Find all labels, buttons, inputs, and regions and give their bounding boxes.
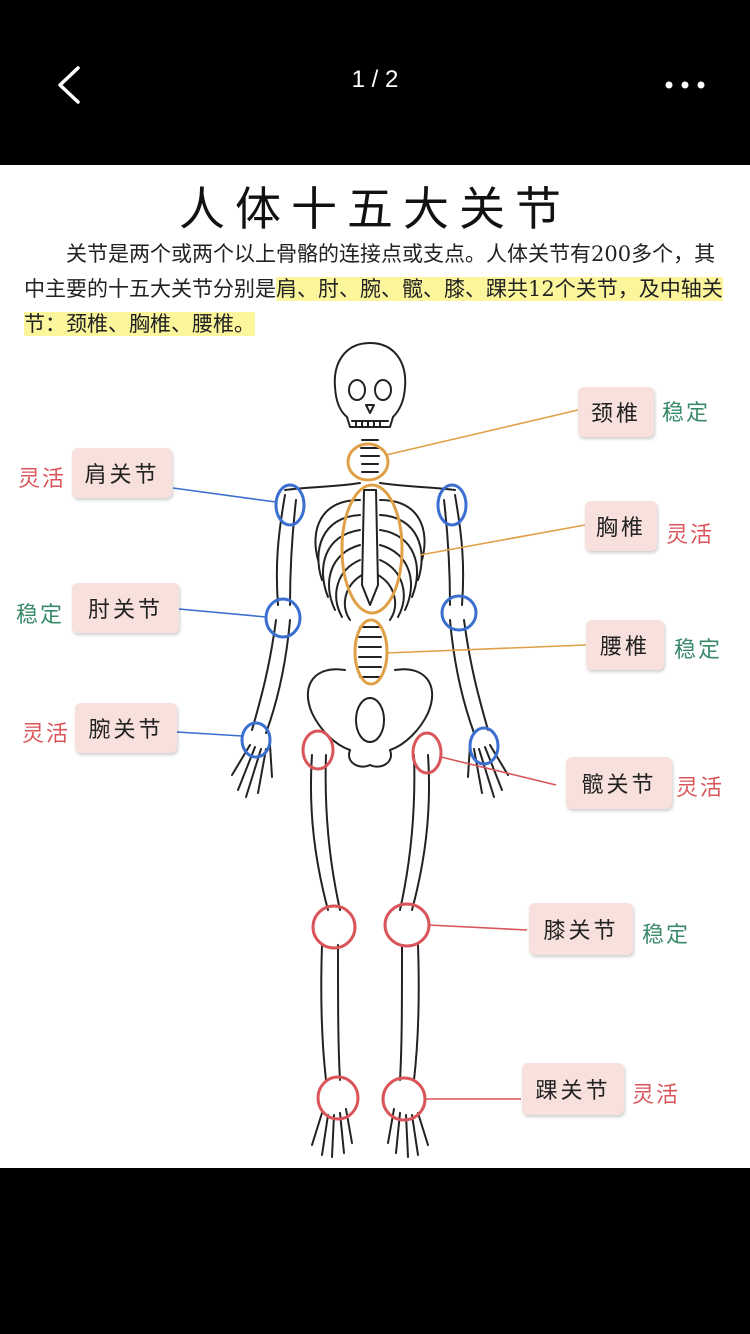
right-ankle-marker <box>381 1076 427 1122</box>
sternum <box>361 489 379 606</box>
figure-title: 人体十五大关节 <box>179 182 571 236</box>
neck-joint-marker <box>346 442 390 482</box>
viewer-top-bar: 1 / 2 <box>0 0 750 165</box>
cervical-spine <box>360 439 380 473</box>
back-chevron-icon[interactable] <box>50 60 90 110</box>
right-wrist-marker <box>468 726 500 766</box>
left-foot <box>311 1108 353 1158</box>
right-hand <box>467 744 509 798</box>
right-foot <box>387 1108 429 1158</box>
label-elbow: 肘关节 <box>72 583 179 633</box>
lumbar-spine <box>358 626 382 678</box>
wrist-prop: 灵活 <box>22 722 71 747</box>
left-hand <box>231 744 273 798</box>
left-shoulder-marker <box>274 483 306 527</box>
left-tibia <box>320 944 341 1081</box>
left-hip-marker <box>301 729 335 771</box>
elbow-prop: 稳定 <box>16 603 65 628</box>
left-ankle-marker <box>316 1075 360 1121</box>
left-wrist-marker <box>240 721 272 759</box>
label-knee: 膝关节 <box>529 903 633 955</box>
right-shoulder-marker <box>436 483 468 527</box>
left-elbow-marker <box>264 597 302 639</box>
left-humerus <box>275 494 297 606</box>
skull <box>333 342 407 428</box>
shoulder-prop: 灵活 <box>18 467 67 492</box>
left-knee-marker <box>311 904 357 950</box>
right-tibia <box>399 944 420 1081</box>
pelvis <box>306 668 434 751</box>
right-elbow-marker <box>440 594 478 632</box>
lumbar-prop: 稳定 <box>674 638 723 663</box>
skeleton-diagram <box>172 342 587 1158</box>
image-content[interactable]: 人体十五大关节 关节是两个或两个以上骨骼的连接点或支点。人体关节有200多个，其… <box>0 165 750 1168</box>
label-ankle: 踝关节 <box>522 1063 624 1115</box>
label-thoracic: 胸椎 <box>585 501 657 551</box>
intro-paragraph: 关节是两个或两个以上骨骼的连接点或支点。人体关节有200多个，其中主要的十五大关… <box>24 237 726 342</box>
ankle-prop: 灵活 <box>632 1083 681 1108</box>
cervical-prop: 稳定 <box>662 401 711 426</box>
right-femur <box>399 754 431 911</box>
label-hip: 髋关节 <box>566 757 672 809</box>
viewer-bottom-bar <box>0 1168 750 1334</box>
label-wrist: 腕关节 <box>75 703 177 753</box>
lumbar-joint-marker <box>353 618 389 686</box>
label-lumbar: 腰椎 <box>586 620 664 670</box>
image-counter: 1 / 2 <box>351 66 399 93</box>
thoracic-prop: 灵活 <box>666 523 715 548</box>
right-hip-marker <box>411 731 443 775</box>
right-forearm <box>449 619 489 734</box>
thoracic-joint-marker <box>340 483 404 615</box>
right-humerus <box>443 494 465 606</box>
knee-prop: 稳定 <box>642 923 691 948</box>
right-knee-marker <box>383 902 431 948</box>
label-shoulder: 肩关节 <box>72 448 172 498</box>
hip-prop: 灵活 <box>676 776 725 801</box>
intro-text: 关节是两个或两个以上骨骼的连接点或支点。人体关节有200多个，其中主要的十五大关… <box>24 242 716 301</box>
left-femur <box>309 754 341 911</box>
label-cervical: 颈椎 <box>578 387 654 437</box>
more-options-icon[interactable] <box>660 70 710 100</box>
